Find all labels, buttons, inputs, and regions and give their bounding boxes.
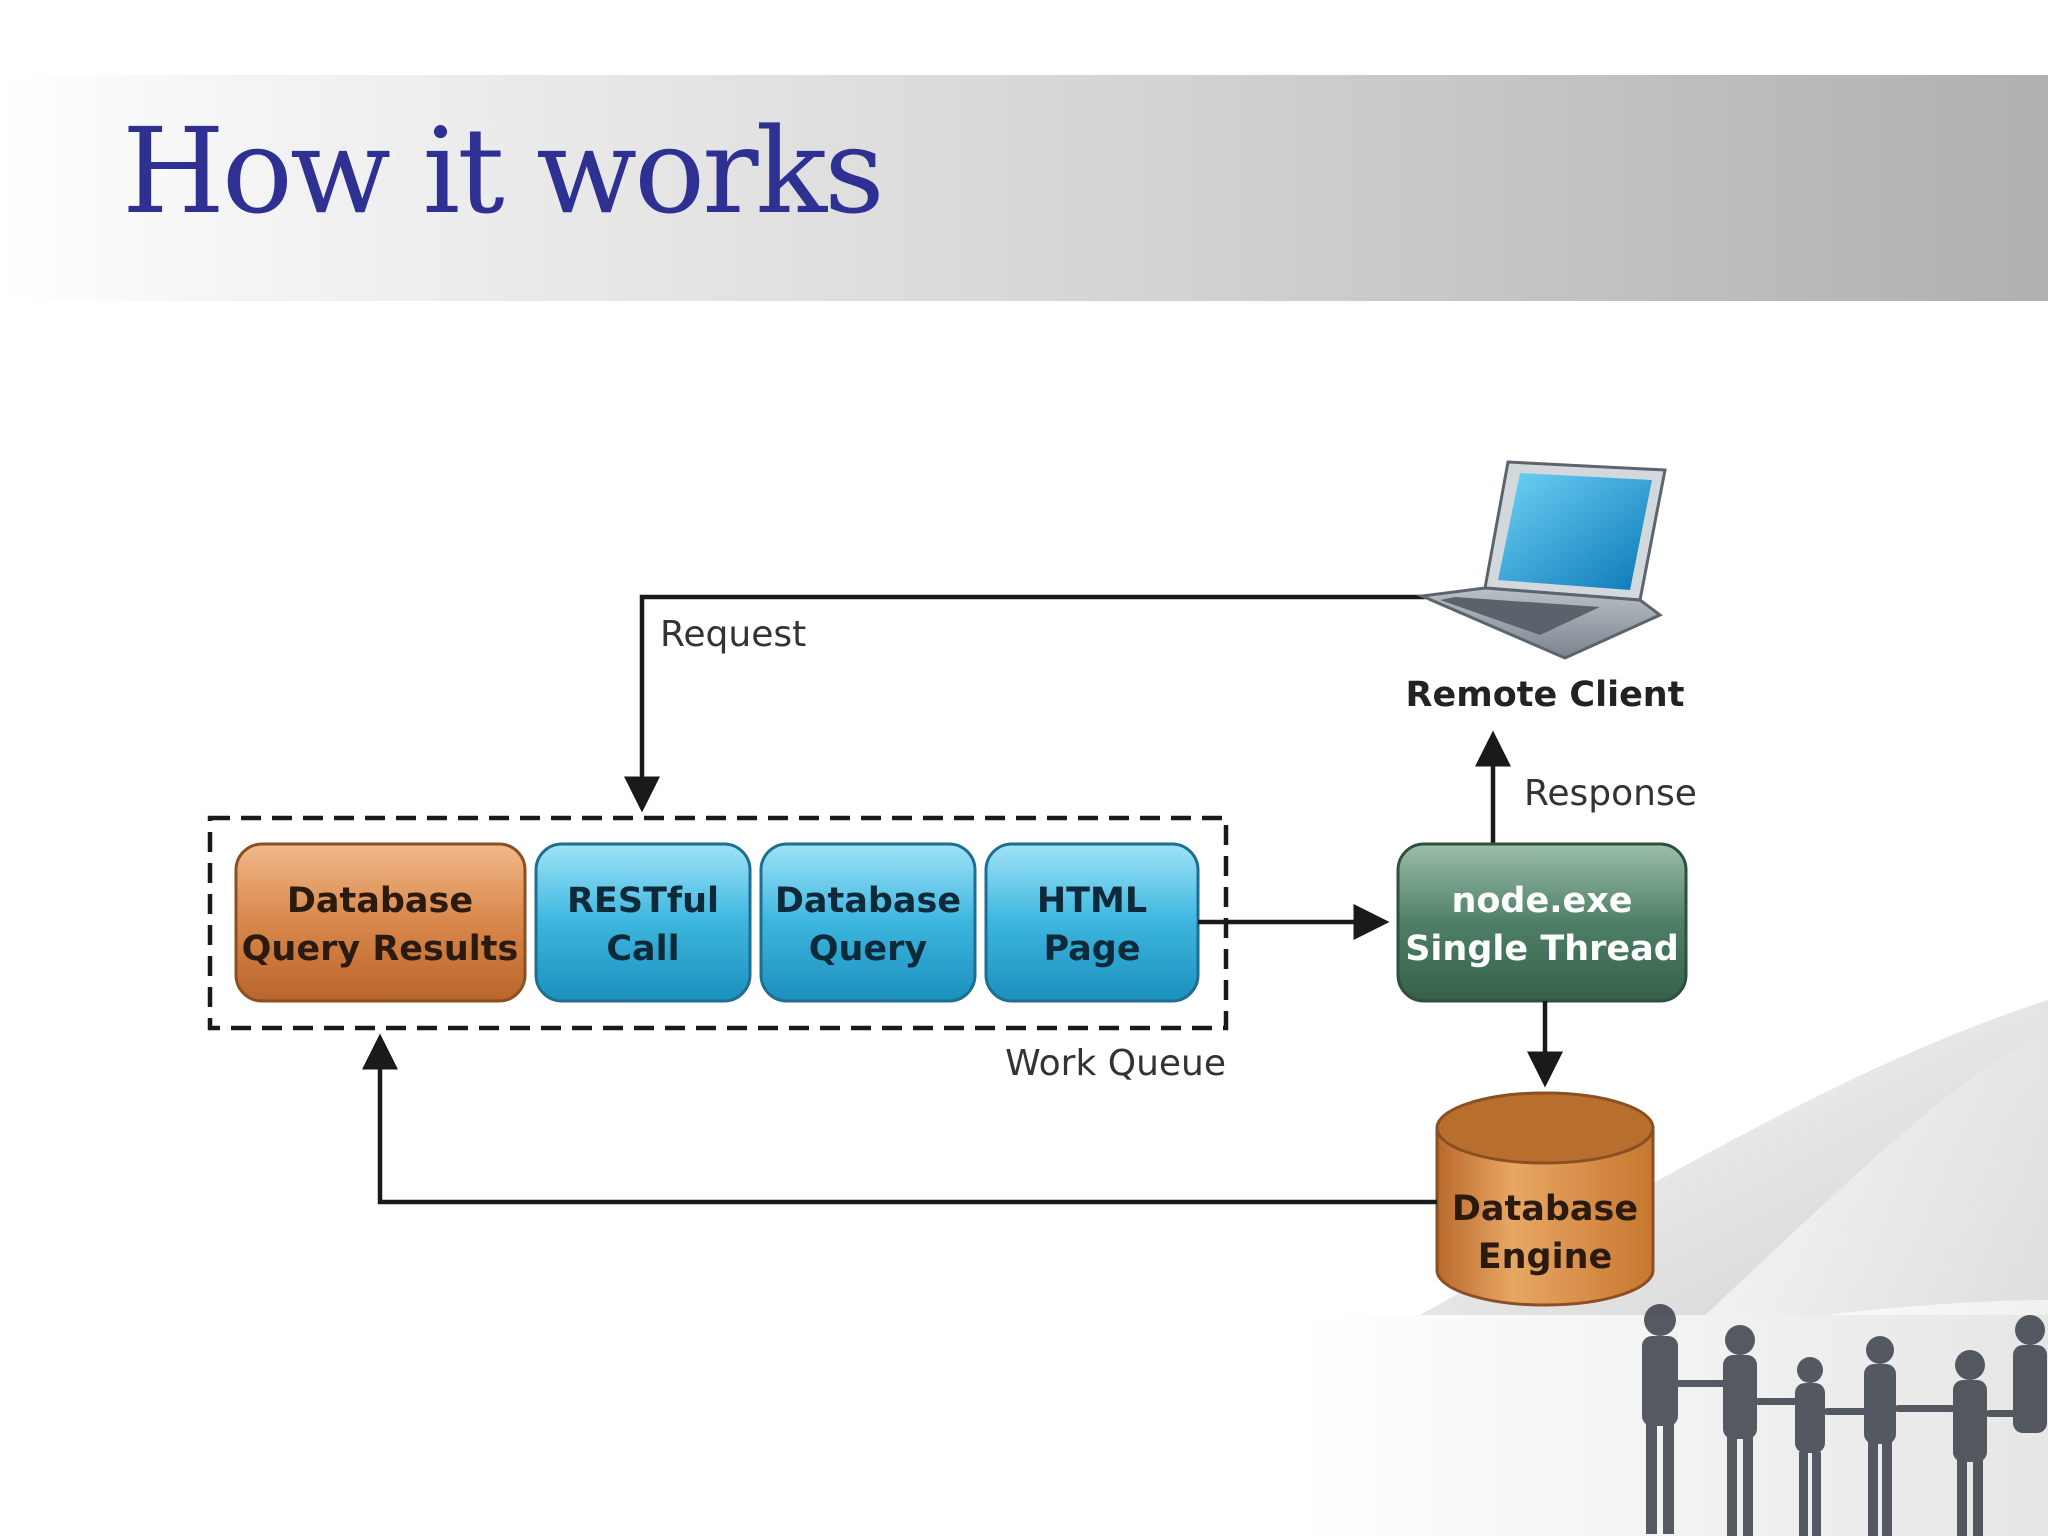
- people-silhouettes-image: [1642, 1304, 2047, 1536]
- database-line2: Engine: [1478, 1237, 1613, 1277]
- database-engine-cylinder: Database Engine: [1435, 1091, 1655, 1307]
- queue-item-html-page: HTML Page: [984, 842, 1200, 1003]
- queue-item-database-query: Database Query: [759, 842, 977, 1003]
- remote-client-label: Remote Client: [1406, 675, 1685, 715]
- queue-item-restful-call: RESTful Call: [534, 842, 752, 1003]
- queue-item-line1: RESTful: [567, 881, 719, 921]
- queue-item-database-query-results: Database Query Results: [234, 842, 527, 1003]
- queue-item-line2: Query Results: [242, 929, 519, 969]
- database-results-arrow: [362, 1033, 1437, 1205]
- request-arrow: [624, 594, 1425, 813]
- database-line1: Database: [1452, 1189, 1638, 1229]
- title-band: [0, 75, 2048, 301]
- node-exe-box: node.exe Single Thread: [1396, 842, 1688, 1003]
- laptop-icon: [1416, 460, 1667, 660]
- node-line2: Single Thread: [1405, 929, 1679, 969]
- work-queue-label: Work Queue: [1005, 1043, 1226, 1084]
- queue-item-line2: Page: [1043, 929, 1140, 969]
- node-line1: node.exe: [1451, 881, 1632, 921]
- response-label: Response: [1524, 773, 1697, 814]
- request-label: Request: [660, 614, 806, 655]
- queue-item-line2: Query: [809, 929, 928, 969]
- queue-item-line1: Database: [287, 881, 473, 921]
- queue-item-line1: HTML: [1037, 881, 1147, 921]
- queue-item-line1: Database: [775, 881, 961, 921]
- slide-title: How it works: [122, 102, 885, 240]
- queue-item-line2: Call: [606, 929, 679, 969]
